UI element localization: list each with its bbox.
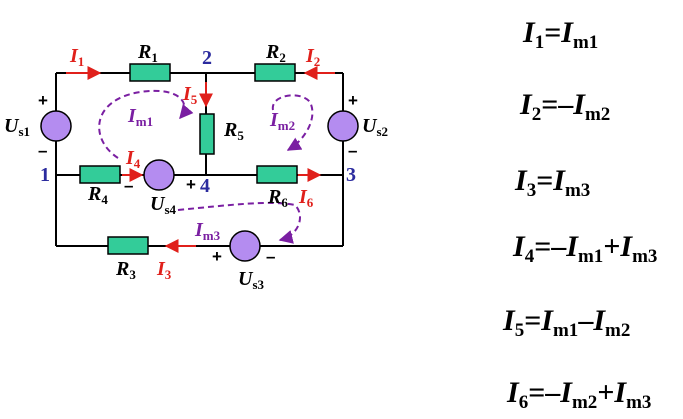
eq-operator: = bbox=[524, 304, 542, 337]
eq-subscript: m2 bbox=[584, 104, 611, 125]
resistor-r2 bbox=[254, 63, 296, 82]
eq-subscript: m3 bbox=[632, 246, 658, 267]
label-r5: R5 bbox=[223, 119, 244, 143]
eq-subscript: m1 bbox=[577, 246, 604, 267]
label-i3: I3 bbox=[156, 258, 172, 282]
us1-minus: – bbox=[38, 141, 47, 160]
resistor-r1 bbox=[129, 63, 171, 82]
equation-i5: I5=Im1–Im2 bbox=[503, 304, 631, 341]
equation-i3: I3=Im3 bbox=[515, 164, 591, 201]
eq-symbol: I bbox=[593, 304, 605, 337]
loop-im3 bbox=[177, 201, 301, 244]
eq-subscript: m2 bbox=[571, 392, 598, 413]
eq-subscript: 3 bbox=[526, 180, 537, 201]
label-i6: I6 bbox=[298, 186, 314, 210]
label-i1: I1 bbox=[69, 45, 84, 69]
eq-subscript: 4 bbox=[524, 246, 535, 267]
node-3-label: 3 bbox=[346, 164, 356, 186]
resistor-r4 bbox=[79, 165, 121, 184]
loop-im1 bbox=[98, 89, 194, 159]
eq-operator: = bbox=[536, 164, 554, 197]
eq-symbol: I bbox=[541, 304, 553, 337]
label-i5: I5 bbox=[182, 83, 198, 107]
us2-plus: + bbox=[348, 91, 358, 110]
source-us4 bbox=[143, 159, 175, 191]
label-im1: Im1 bbox=[127, 105, 153, 129]
eq-operator: =– bbox=[528, 376, 561, 409]
eq-symbol: I bbox=[523, 16, 535, 49]
label-us4: Us4 bbox=[150, 193, 177, 217]
us1-plus: + bbox=[38, 91, 48, 110]
eq-symbol: I bbox=[566, 230, 578, 263]
eq-symbol: I bbox=[503, 304, 515, 337]
circuit-diagram: 2 1 3 4 R1 R2 R5 R4 R6 R3 Us1 Us2 Us3 Us… bbox=[4, 41, 388, 292]
eq-operator: – bbox=[578, 304, 594, 337]
eq-symbol: I bbox=[520, 88, 532, 121]
label-im3: Im3 bbox=[194, 219, 221, 243]
label-r6: R6 bbox=[267, 186, 288, 210]
label-i2: I2 bbox=[305, 45, 320, 69]
label-im2: Im2 bbox=[269, 109, 295, 133]
us3-plus: + bbox=[212, 247, 222, 266]
eq-subscript: m3 bbox=[626, 392, 652, 413]
node-2-label: 2 bbox=[202, 47, 212, 69]
eq-symbol: I bbox=[573, 88, 585, 121]
eq-operator: =– bbox=[541, 88, 574, 121]
equation-i2: I2=–Im2 bbox=[520, 88, 611, 125]
eq-operator: + bbox=[597, 376, 615, 409]
node-4-label: 4 bbox=[200, 175, 210, 197]
resistor-r5 bbox=[199, 113, 215, 155]
label-i4: I4 bbox=[125, 147, 141, 171]
eq-subscript: m3 bbox=[564, 180, 591, 201]
eq-operator: = bbox=[544, 16, 562, 49]
label-r1: R1 bbox=[137, 41, 158, 65]
loop-im2 bbox=[271, 94, 314, 151]
eq-symbol: I bbox=[614, 376, 627, 409]
eq-operator: + bbox=[603, 230, 621, 263]
source-us1 bbox=[40, 110, 72, 142]
us4-plus: + bbox=[186, 175, 196, 194]
node-1-label: 1 bbox=[40, 164, 50, 186]
equation-i4: I4=–Im1+Im3 bbox=[513, 230, 658, 267]
source-us3 bbox=[229, 230, 261, 262]
us4-minus: – bbox=[124, 176, 133, 195]
eq-symbol: I bbox=[561, 16, 573, 49]
eq-operator: =– bbox=[534, 230, 567, 263]
eq-subscript: 6 bbox=[518, 392, 529, 413]
eq-subscript: 5 bbox=[514, 320, 525, 341]
eq-symbol: I bbox=[553, 164, 565, 197]
label-us2: Us2 bbox=[362, 115, 388, 139]
eq-symbol: I bbox=[620, 230, 633, 263]
label-r3: R3 bbox=[115, 258, 136, 282]
label-us1: Us1 bbox=[4, 115, 30, 139]
us2-minus: – bbox=[348, 141, 357, 160]
eq-subscript: 1 bbox=[534, 32, 545, 53]
eq-symbol: I bbox=[515, 164, 527, 197]
label-r2: R2 bbox=[265, 41, 286, 65]
eq-subscript: m1 bbox=[552, 320, 579, 341]
equation-i1: I1=Im1 bbox=[523, 16, 599, 53]
resistor-r3 bbox=[107, 236, 149, 255]
eq-subscript: m1 bbox=[572, 32, 599, 53]
equation-i6: I6=–Im2+Im3 bbox=[507, 376, 652, 413]
label-us3: Us3 bbox=[238, 268, 265, 292]
eq-symbol: I bbox=[507, 376, 519, 409]
label-r4: R4 bbox=[87, 183, 108, 207]
us3-minus: – bbox=[266, 247, 275, 266]
source-us2 bbox=[327, 110, 359, 142]
eq-symbol: I bbox=[513, 230, 525, 263]
eq-subscript: m2 bbox=[605, 320, 631, 341]
resistor-r6 bbox=[256, 165, 298, 184]
eq-symbol: I bbox=[560, 376, 572, 409]
eq-subscript: 2 bbox=[531, 104, 542, 125]
